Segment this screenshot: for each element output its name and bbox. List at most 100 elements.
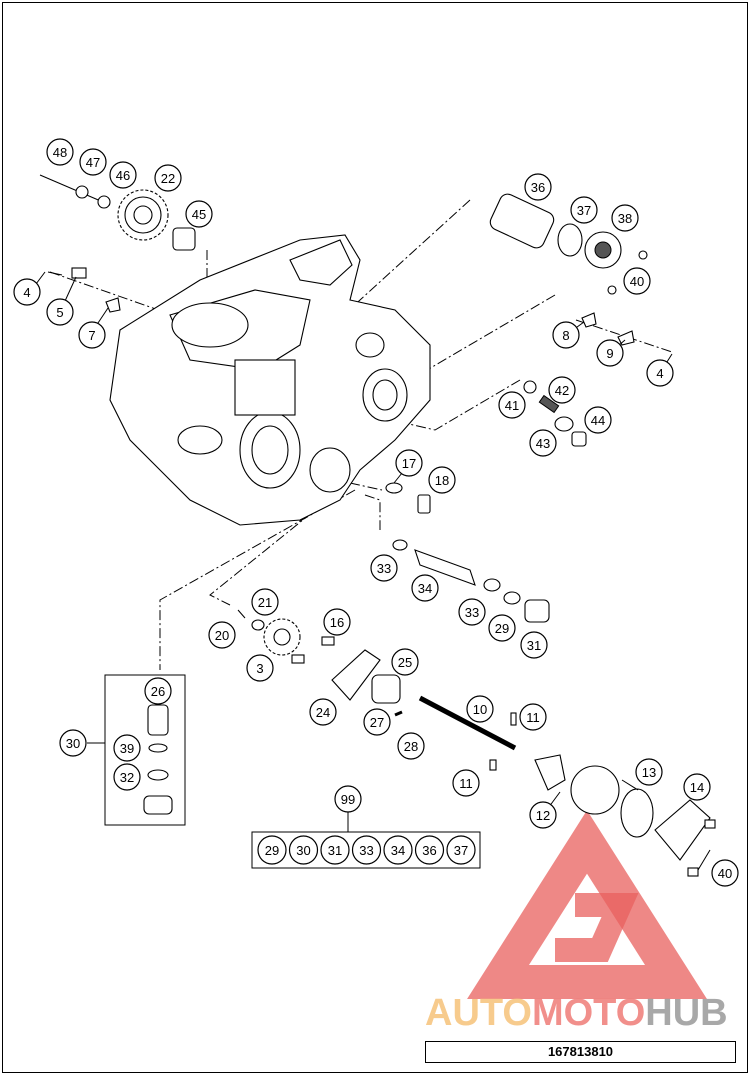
callout-circle — [458, 598, 486, 626]
callout-circle — [334, 785, 362, 813]
callout-circle — [309, 698, 337, 726]
callout-circle — [524, 173, 552, 201]
callout-11: 11 — [452, 769, 480, 797]
callout-label: 8 — [562, 328, 569, 343]
callout-39: 39 — [113, 734, 141, 762]
callout-label: 48 — [53, 145, 67, 160]
callout-5: 5 — [46, 298, 74, 326]
callout-label: 16 — [330, 615, 344, 630]
crankcase — [109, 234, 431, 526]
callout-circle — [391, 648, 419, 676]
watermark-moto: MOTO — [531, 992, 646, 1034]
callout-36: 36 — [524, 173, 552, 201]
callout-circle — [113, 734, 141, 762]
kit-item-36: 36 — [414, 835, 445, 865]
callout-circle — [46, 298, 74, 326]
callout-38: 38 — [611, 204, 639, 232]
callout-41: 41 — [498, 391, 526, 419]
callout-label: 21 — [258, 595, 272, 610]
callout-99: 99 — [334, 785, 362, 813]
kit-item-label: 37 — [454, 843, 468, 858]
callout-circle — [570, 196, 598, 224]
callout-24: 24 — [309, 698, 337, 726]
callout-circle — [185, 200, 213, 228]
callout-40: 40 — [711, 859, 739, 887]
kit-item-label: 36 — [422, 843, 436, 858]
callout-circle — [711, 859, 739, 887]
kit-item-label: 34 — [391, 843, 405, 858]
callout-circle — [78, 321, 106, 349]
oil-strainer-kit — [87, 674, 186, 826]
balancer-gear — [39, 174, 196, 251]
callout-circle — [488, 614, 516, 642]
callout-32: 32 — [113, 763, 141, 791]
callout-circle — [520, 631, 548, 659]
callout-circle — [428, 466, 456, 494]
callout-33: 33 — [370, 554, 398, 582]
callout-label: 4 — [656, 366, 663, 381]
callout-27: 27 — [363, 708, 391, 736]
drawing-number: 167813810 — [425, 1041, 736, 1063]
oil-pump-shaft — [385, 482, 550, 623]
callout-9: 9 — [596, 339, 624, 367]
callout-circle — [363, 708, 391, 736]
callout-label: 45 — [192, 207, 206, 222]
callout-circle — [498, 391, 526, 419]
callout-label: 9 — [606, 346, 613, 361]
callout-47: 47 — [79, 148, 107, 176]
callout-13: 13 — [635, 758, 663, 786]
callout-circle — [411, 574, 439, 602]
callout-circle — [452, 769, 480, 797]
callout-48: 48 — [46, 138, 74, 166]
watermark-text: AUTOMOTOHUB — [425, 992, 728, 1035]
callout-label: 7 — [88, 328, 95, 343]
callout-29: 29 — [488, 614, 516, 642]
callout-46: 46 — [109, 161, 137, 189]
callout-circle — [109, 161, 137, 189]
kit-item-label: 33 — [359, 843, 373, 858]
watermark-auto: AUTO — [425, 992, 532, 1034]
callout-30: 30 — [59, 729, 87, 757]
callout-label: 40 — [630, 274, 644, 289]
callout-label: 39 — [120, 741, 134, 756]
callout-circle — [548, 376, 576, 404]
callout-label: 47 — [86, 155, 100, 170]
callout-label: 4 — [23, 285, 30, 300]
kit-item-33: 33 — [351, 835, 382, 865]
callout-circle — [519, 703, 547, 731]
kit-item-label: 30 — [296, 843, 310, 858]
callout-label: 34 — [418, 581, 432, 596]
callout-label: 28 — [404, 739, 418, 754]
oil-filter — [489, 193, 648, 295]
callout-37: 37 — [570, 196, 598, 224]
callout-11: 11 — [519, 703, 547, 731]
callout-label: 18 — [435, 473, 449, 488]
callout-circle — [584, 406, 612, 434]
callout-circle — [251, 588, 279, 616]
callout-17: 17 — [395, 449, 423, 477]
kit-item-29: 29 — [257, 835, 287, 865]
callout-43: 43 — [529, 429, 557, 457]
callout-label: 3 — [256, 661, 263, 676]
oil-pump — [237, 609, 517, 771]
callout-label: 29 — [495, 621, 509, 636]
kit-item-30: 30 — [288, 835, 319, 865]
callout-label: 24 — [316, 705, 330, 720]
kit-item-label: 31 — [328, 843, 342, 858]
callout-circle — [646, 359, 674, 387]
callout-12: 12 — [529, 801, 557, 829]
callout-circle — [113, 763, 141, 791]
callout-34: 34 — [411, 574, 439, 602]
callout-circle — [623, 267, 651, 295]
callout-circle — [683, 773, 711, 801]
callout-44: 44 — [584, 406, 612, 434]
callout-circle — [154, 164, 182, 192]
callout-25: 25 — [391, 648, 419, 676]
callout-circle — [397, 732, 425, 760]
callout-21: 21 — [251, 588, 279, 616]
pressure-valve — [523, 380, 587, 447]
callout-circle — [370, 554, 398, 582]
callout-label: 13 — [642, 765, 656, 780]
callout-circle — [79, 148, 107, 176]
